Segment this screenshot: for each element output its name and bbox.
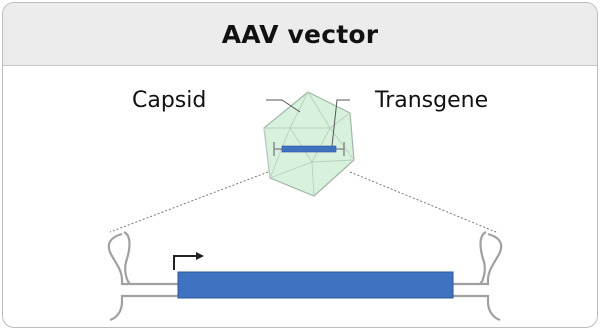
capsid-leader-line	[266, 99, 301, 113]
promoter-arrow	[173, 252, 204, 270]
zoom-line-left	[109, 171, 269, 233]
capsid-icosahedron	[263, 91, 355, 197]
zoom-line-right	[349, 171, 497, 233]
header-title: AAV vector	[221, 19, 379, 49]
mini-transgene	[281, 145, 337, 153]
transgene-leader-line	[331, 99, 350, 147]
itr-right	[450, 232, 503, 322]
transgene-cassette	[177, 271, 454, 299]
header-bar: AAV vector	[3, 3, 597, 66]
transgene-label: Transgene	[375, 88, 489, 113]
itr-left	[107, 232, 182, 322]
capsid-label: Capsid	[132, 88, 207, 113]
